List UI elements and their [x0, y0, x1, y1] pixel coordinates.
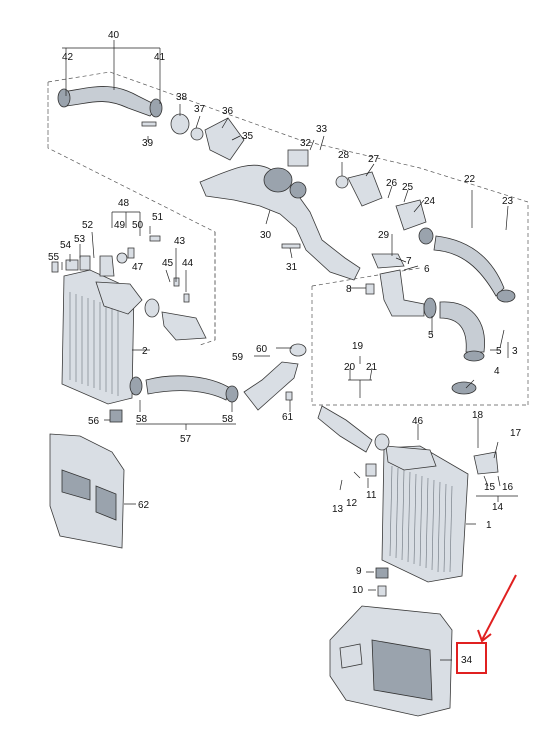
hardware-left	[51, 235, 161, 277]
label-27: 27	[368, 154, 380, 165]
label-56: 56	[88, 416, 100, 427]
label-35: 35	[242, 131, 254, 142]
part-labels: 1 2 3 4 5 5 6 7 8 9 10 11 12 13 14 15 16…	[48, 30, 522, 666]
label-25: 25	[402, 182, 414, 193]
label-58-right: 58	[222, 414, 234, 425]
label-24: 24	[424, 196, 436, 207]
label-1: 1	[486, 520, 492, 531]
label-57: 57	[180, 434, 192, 445]
label-30: 30	[260, 230, 272, 241]
label-13: 13	[332, 504, 344, 515]
label-10: 10	[352, 585, 364, 596]
label-33: 33	[316, 124, 328, 135]
label-19: 19	[352, 341, 364, 352]
sensor-pipe-43	[144, 277, 207, 341]
label-12: 12	[346, 498, 358, 509]
label-21: 21	[366, 362, 378, 373]
label-3: 3	[512, 346, 518, 357]
label-45: 45	[162, 258, 174, 269]
label-16: 16	[502, 482, 514, 493]
label-51: 51	[152, 212, 164, 223]
charge-pipe-right	[365, 269, 485, 395]
label-47: 47	[132, 262, 144, 273]
label-11: 11	[366, 490, 377, 501]
charge-pipe-59	[243, 343, 307, 411]
label-15: 15	[484, 482, 496, 493]
label-42: 42	[62, 52, 74, 63]
label-59: 59	[232, 352, 244, 363]
highlight-34	[456, 574, 517, 674]
label-7: 7	[406, 256, 412, 267]
label-44: 44	[182, 258, 194, 269]
leader-lines	[61, 40, 518, 661]
charge-hose-upper-left	[57, 86, 163, 118]
label-60: 60	[256, 344, 268, 355]
label-29: 29	[378, 230, 390, 241]
group-outlines	[47, 71, 529, 406]
label-9: 9	[356, 566, 362, 577]
label-38: 38	[176, 92, 188, 103]
air-guide-right	[329, 605, 453, 717]
label-48: 48	[118, 198, 130, 209]
label-39: 39	[142, 138, 154, 149]
label-43: 43	[174, 236, 186, 247]
label-14: 14	[492, 502, 504, 513]
label-62: 62	[138, 500, 150, 511]
charge-hose-right	[371, 199, 516, 303]
label-41: 41	[154, 52, 166, 63]
label-2: 2	[142, 346, 148, 357]
label-6: 6	[424, 264, 430, 275]
label-61: 61	[282, 412, 294, 423]
label-20: 20	[344, 362, 356, 373]
label-5-top: 5	[496, 346, 502, 357]
intake-pipe-manifold	[199, 149, 383, 281]
label-28: 28	[338, 150, 350, 161]
label-46: 46	[412, 416, 424, 427]
sensor-assembly-left	[141, 113, 245, 161]
label-54: 54	[60, 240, 72, 251]
label-50: 50	[132, 220, 144, 231]
label-23: 23	[502, 196, 514, 207]
label-8: 8	[346, 284, 352, 295]
label-4: 4	[494, 366, 500, 377]
intercooler-left	[61, 269, 143, 423]
label-18: 18	[472, 410, 484, 421]
charge-hose-57	[129, 375, 239, 403]
intercooler-right	[317, 405, 499, 597]
label-55: 55	[48, 252, 60, 263]
label-36: 36	[222, 106, 234, 117]
label-58-left: 58	[136, 414, 148, 425]
label-34: 34	[461, 655, 473, 666]
label-52: 52	[82, 220, 94, 231]
label-37: 37	[194, 104, 206, 115]
label-31: 31	[286, 262, 298, 273]
label-40: 40	[108, 30, 120, 41]
label-32: 32	[300, 138, 312, 149]
label-22: 22	[464, 174, 476, 185]
label-5-mid: 5	[428, 330, 434, 341]
air-guide-left	[49, 433, 125, 549]
label-53: 53	[74, 234, 86, 245]
label-17: 17	[510, 428, 522, 439]
label-49: 49	[114, 220, 126, 231]
label-26: 26	[386, 178, 398, 189]
